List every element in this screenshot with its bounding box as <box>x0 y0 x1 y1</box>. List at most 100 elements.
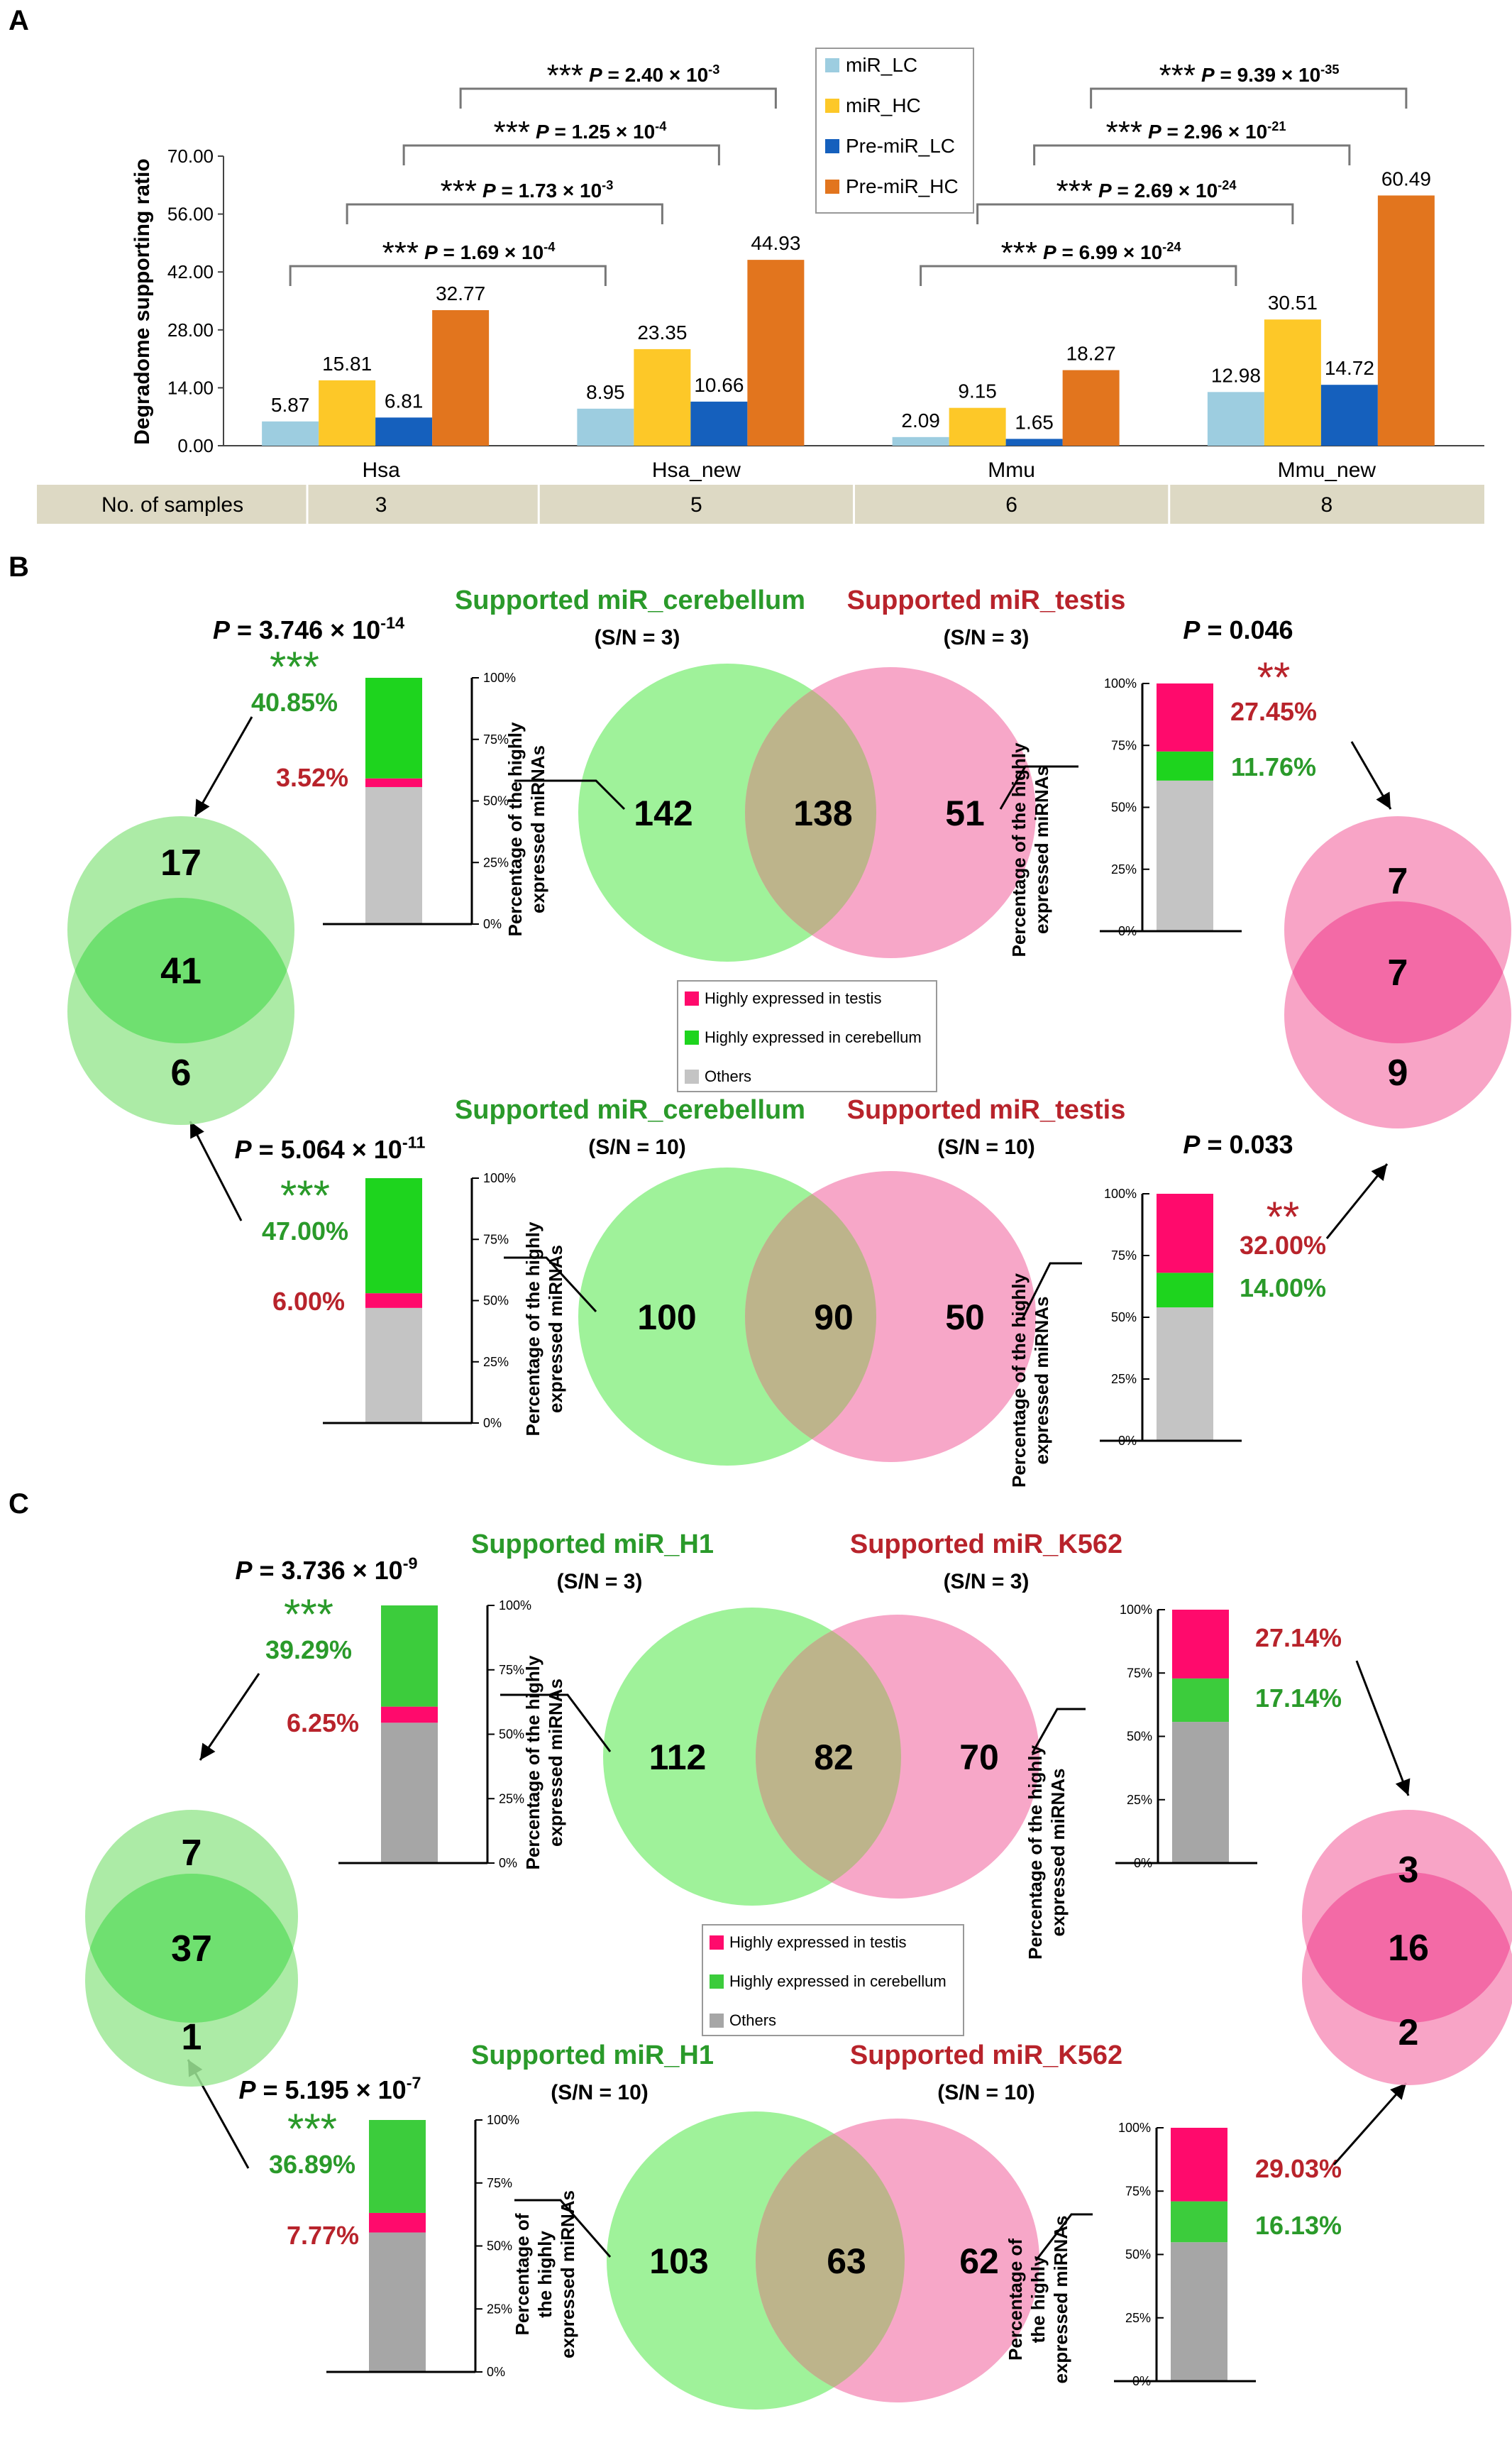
left-sn-label: (S/N = 3) <box>557 1570 643 1593</box>
y-tick-label: 0.00 <box>177 435 214 456</box>
x-category-label: Hsa_new <box>652 458 741 482</box>
stack-segment-green <box>365 678 422 779</box>
stack-axis-title: expressed miRNAs <box>527 745 548 913</box>
venn-row-1: Supported miR_H1 Supported miR_K562 (S/N =… <box>199 1529 1411 1960</box>
stack-tick-label: 50% <box>483 794 509 808</box>
p-exponent: -3 <box>602 178 613 192</box>
stack-tick-label: 75% <box>1125 2184 1151 2198</box>
arrow-head-icon <box>1376 791 1391 809</box>
legend-entry: Highly expressed in cerebellum <box>729 1972 947 1990</box>
stack-tick-label: 100% <box>499 1598 531 1613</box>
p-value-text: = 5.064 × 10 <box>252 1135 402 1164</box>
summary-right-bottom-count: 2 <box>1398 2012 1419 2053</box>
left-arrow <box>199 1673 260 1761</box>
right-sn-label: (S/N = 10) <box>937 2081 1035 2104</box>
right-set-title: Supported miR_testis <box>847 586 1126 615</box>
stack-tick-label: 0% <box>483 1416 502 1430</box>
legend-entry: Others <box>729 2011 776 2029</box>
right-set-title: Supported miR_K562 <box>850 1529 1122 1559</box>
summary-right-overlap <box>1284 901 1511 1043</box>
stack-axis-title: the highly <box>534 2231 556 2318</box>
significance-bracket <box>289 265 607 286</box>
p-exponent: -4 <box>543 240 556 254</box>
arrow-head-icon <box>1390 2083 1406 2100</box>
left-only-count: 100 <box>637 1297 696 1337</box>
right-significance-stars: ** <box>1257 654 1291 701</box>
right-only-count: 50 <box>945 1297 985 1337</box>
right-green-percent: 11.76% <box>1231 752 1316 781</box>
p-value-text: = 3.736 × 10 <box>253 1556 403 1585</box>
legend-swatch <box>825 99 839 113</box>
panel-letter-c: C <box>9 1488 29 1520</box>
stack-tick-label: 100% <box>487 2113 519 2127</box>
p-symbol: P <box>1148 121 1161 143</box>
bar-value-label: 30.51 <box>1268 292 1318 314</box>
summary-right-middle-count: 7 <box>1388 952 1408 994</box>
stack-axis-title: expressed miRNAs <box>1031 1297 1052 1465</box>
left-p-value: P = 5.195 × 10-7 <box>238 2074 421 2104</box>
right-arrow <box>1332 2082 1408 2165</box>
p-symbol: P <box>1201 64 1215 86</box>
left-pink-percent: 3.52% <box>276 763 348 792</box>
stack-tick-label: 100% <box>1120 1603 1152 1617</box>
summary-right-bottom-count: 9 <box>1388 1053 1408 1094</box>
stack-tick-label: 75% <box>483 732 509 747</box>
summary-right-top-count: 7 <box>1388 861 1408 902</box>
p-exponent: -35 <box>1320 62 1339 77</box>
bar-value-label: 44.93 <box>751 232 800 254</box>
right-p-value: P = 0.046 <box>1183 615 1293 644</box>
stack-segment-pink <box>369 2212 426 2233</box>
left-only-count: 142 <box>634 793 692 833</box>
y-tick-label: 28.00 <box>167 319 214 341</box>
left-set-title: Supported miR_H1 <box>471 1529 714 1559</box>
bar-Pre-miR_HC-Hsa <box>432 309 490 446</box>
legend-swatch <box>825 139 839 153</box>
p-exponent: -11 <box>402 1133 426 1152</box>
legend-entry: Pre-miR_HC <box>846 175 959 197</box>
right-arrow <box>1325 1163 1389 1239</box>
p-symbol: P <box>1043 241 1056 263</box>
legend-entry: Others <box>705 1067 751 1085</box>
p-symbol: P <box>235 1556 253 1585</box>
sample-count: 8 <box>1321 493 1333 517</box>
bar-Pre-miR_LC-Hsa_new <box>690 401 748 446</box>
legend-swatch <box>685 1070 699 1084</box>
bar-connector <box>1020 1262 1082 1321</box>
stack-axis-title: expressed miRNAs <box>545 1245 566 1413</box>
legend-swatch <box>825 180 839 194</box>
sample-count: 5 <box>690 493 702 517</box>
legend-entry: miR_LC <box>846 54 917 76</box>
stack-axis-title: expressed miRNAs <box>1050 2216 1071 2384</box>
stack-segment-pink <box>365 1293 422 1308</box>
p-exponent: -24 <box>1162 240 1181 254</box>
stack-tick-label: 100% <box>1104 1187 1137 1201</box>
significance-bracket <box>920 265 1237 286</box>
left-significance-stars: *** <box>270 643 319 691</box>
bar-miR_LC-Mmu <box>892 436 949 446</box>
x-category-label: Mmu <box>988 458 1035 482</box>
stack-tick-label: 25% <box>483 1355 509 1369</box>
bar-value-label: 6.81 <box>385 390 424 412</box>
left-sn-label: (S/N = 10) <box>588 1136 686 1159</box>
bar-value-label: 2.09 <box>901 410 940 432</box>
p-symbol: P <box>1098 180 1112 202</box>
right-only-count: 51 <box>945 793 985 833</box>
sample-table <box>37 485 1484 524</box>
left-green-percent: 47.00% <box>262 1216 348 1246</box>
right-set-title: Supported miR_testis <box>847 1095 1126 1125</box>
stack-axis-title: Percentage of the highly <box>504 722 526 936</box>
stack-segment-grey <box>365 1307 422 1423</box>
stack-axis-title: Percentage of the highly <box>1008 1273 1030 1487</box>
p-symbol: P <box>1183 1130 1201 1159</box>
overlap-count: 82 <box>814 1737 854 1777</box>
stack-tick-label: 75% <box>499 1663 524 1677</box>
legend-entry: Pre-miR_LC <box>846 135 955 157</box>
stack-axis-title: expressed miRNAs <box>1031 766 1052 934</box>
significance-p-value: P = 2.69 × 10-24 <box>1098 178 1237 202</box>
stack-tick-label: 0% <box>1118 1434 1137 1448</box>
stack-tick-label: 0% <box>499 1856 517 1870</box>
stack-tick-label: 0% <box>487 2365 505 2379</box>
summary-left-overlap <box>67 898 294 1043</box>
